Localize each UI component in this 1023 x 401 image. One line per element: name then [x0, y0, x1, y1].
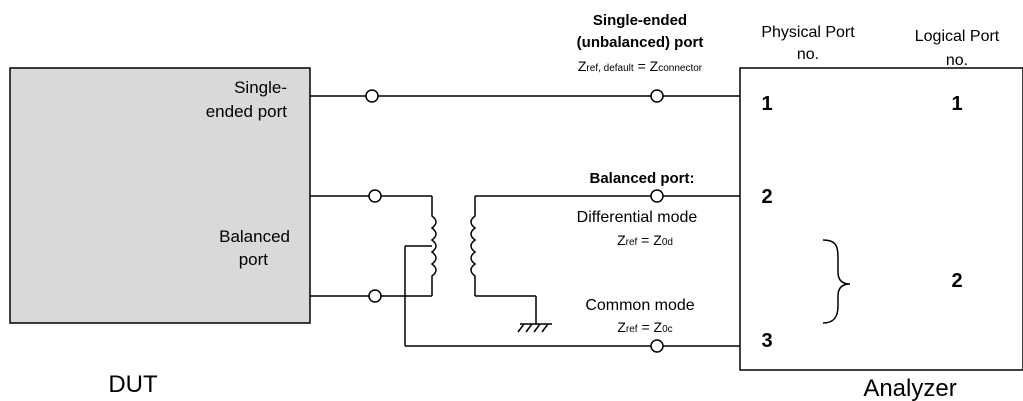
dut-single-ended-label-1: Single-	[234, 78, 287, 97]
single-ended-title-2: (unbalanced) port	[577, 34, 704, 51]
physical-port-1: 1	[761, 93, 772, 115]
physical-port-3: 3	[761, 330, 772, 352]
physical-port-header-1: Physical Port	[761, 24, 855, 41]
balanced-node-bottom	[368, 289, 382, 303]
transformer-secondary-coil	[470, 196, 477, 296]
dut-balanced-label-1: Balanced	[219, 227, 290, 246]
common-mode-label: Common mode	[585, 297, 694, 314]
single-ended-node-analyzer	[650, 89, 664, 103]
single-ended-title-1: Single-ended	[593, 12, 687, 29]
analyzer-box	[739, 67, 1023, 371]
differential-impedance: Zref = Z0d	[617, 232, 673, 248]
common-mode-impedance: Zref = Z0c	[617, 319, 672, 335]
physical-port-2: 2	[761, 186, 772, 208]
dut-single-ended-label-2: ended port	[206, 102, 288, 121]
logical-port-header-2: no.	[946, 52, 968, 69]
transformer-primary-coil	[430, 196, 437, 296]
single-ended-impedance: Zref, default = Zconnector	[578, 58, 703, 74]
balanced-port-title: Balanced port:	[589, 170, 694, 187]
dut-caption: DUT	[108, 371, 158, 398]
physical-port-header-2: no.	[797, 46, 819, 63]
dut-balanced-label-2: port	[239, 250, 269, 269]
logical-port-1: 1	[951, 93, 962, 115]
common-mode-node	[650, 339, 664, 353]
balanced-node-top	[368, 189, 382, 203]
differential-mode-label: Differential mode	[577, 209, 698, 226]
analyzer-caption: Analyzer	[863, 375, 956, 401]
ground-icon	[517, 323, 552, 333]
dut-box	[9, 67, 311, 324]
differential-node	[650, 189, 664, 203]
logical-port-2: 2	[951, 270, 962, 292]
logical-port-brace	[822, 239, 851, 324]
single-ended-node-dut	[365, 89, 379, 103]
logical-port-header-1: Logical Port	[915, 28, 1000, 45]
